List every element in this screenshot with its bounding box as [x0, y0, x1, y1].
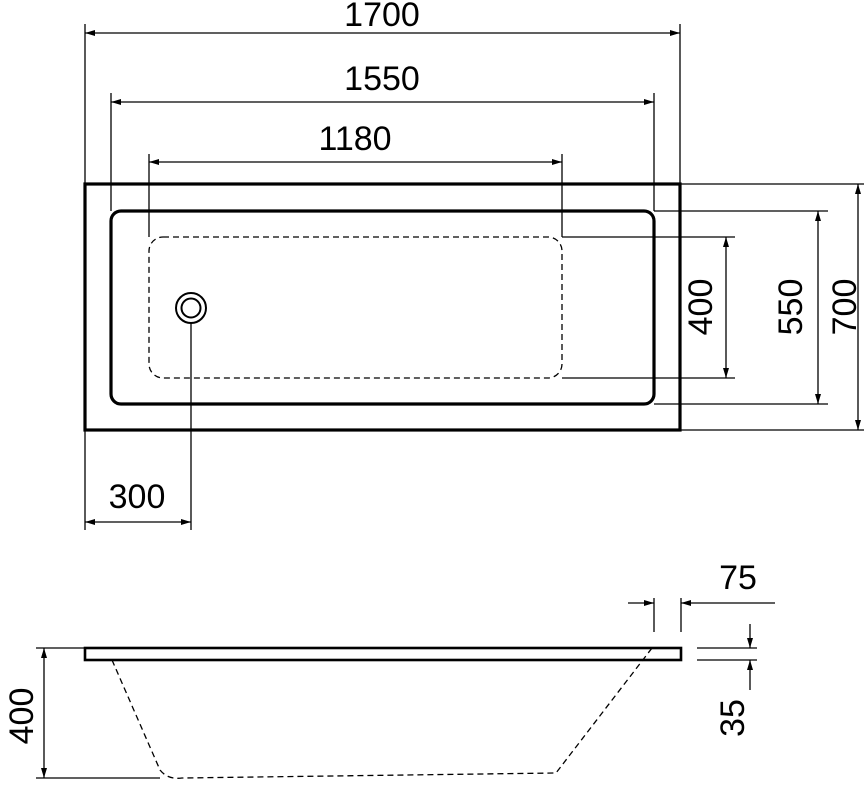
dimension-base-length: 1180 — [148, 120, 563, 237]
tub-rim-section — [83, 646, 683, 662]
dimension-inner-length: 1550 — [110, 60, 655, 211]
dimension-height: 400 — [3, 647, 160, 779]
side-view: 75 35 400 — [3, 559, 775, 779]
tub-inner-outline — [109, 209, 656, 406]
dimension-overall-width: 700 — [680, 183, 864, 431]
dim-height-label: 400 — [3, 688, 41, 745]
dim-base-length-label: 1180 — [318, 120, 391, 158]
top-view: 1700 1550 1180 400 550 — [83, 0, 864, 530]
dimension-drain-offset: 300 — [84, 323, 192, 530]
dimension-overall-length: 1700 — [84, 0, 681, 184]
dimension-base-width: 400 — [562, 236, 735, 379]
dimension-inner-width: 550 — [654, 210, 828, 405]
dim-drain-offset-label: 300 — [109, 478, 166, 516]
drain-icon — [175, 292, 207, 324]
tub-body-profile — [111, 647, 653, 779]
dim-base-width-label: 400 — [682, 279, 720, 336]
dim-inner-width-label: 550 — [772, 279, 810, 336]
dim-rim-width-label: 75 — [719, 559, 757, 597]
dim-overall-width-label: 700 — [826, 279, 864, 336]
tub-outer-outline — [83, 182, 682, 432]
dim-overall-length-label: 1700 — [344, 0, 420, 34]
tub-base-outline — [148, 236, 563, 379]
dim-inner-length-label: 1550 — [344, 60, 420, 98]
dimension-rim-thickness: 35 — [697, 624, 757, 737]
dimension-rim-width: 75 — [628, 559, 775, 632]
dim-rim-thickness-label: 35 — [714, 699, 752, 737]
